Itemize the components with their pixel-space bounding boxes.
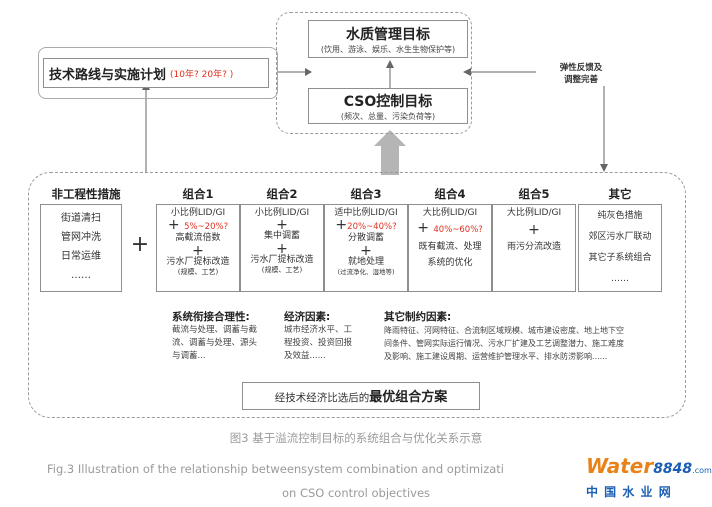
non-eng-item-4: …… — [71, 270, 91, 281]
combo-4-title: 组合4 — [434, 187, 466, 201]
system-factor-line-1: 截流与处理、调蓄与截 — [172, 325, 258, 335]
combo-5-plus-1: + — [528, 222, 540, 239]
combo-3-plus-2: + — [360, 242, 372, 259]
combo-5-line-1: 大比例LID/GI — [506, 208, 562, 218]
tech-route-title: 技术路线与实施计划 — [49, 67, 167, 83]
combo-4-box: 大比例LID/GI + 40%~60%? 既有截流、处理 系统的优化 — [408, 204, 492, 292]
cso-sub: (频次、总量、污染负荷等) — [340, 112, 436, 121]
water-quality-sub: (饮用、游泳、娱乐、水生生物保护等) — [320, 45, 456, 54]
economic-factor-line-2: 程投资、投资回报 — [284, 338, 353, 348]
watermark-num: 8848 — [653, 461, 693, 477]
caption-en-1: Fig.3 Illustration of the relationship b… — [47, 462, 505, 476]
watermark-brand: Water — [586, 454, 654, 478]
optimal-bold: 最优组合方案 — [369, 390, 448, 405]
combo-5-title: 组合5 — [518, 187, 550, 201]
combo-1-box: 小比例LID/GI + 5%~20%? 高截流倍数 + 污水厂提标改造 (规模、… — [156, 204, 240, 292]
combo-2-box: 小比例LID/GI + 集中调蓄 + 污水厂提标改造 (规模、工艺) — [240, 204, 324, 292]
combo-1-line-3: 污水厂提标改造 — [166, 256, 230, 267]
economic-factor-title: 经济因素: — [284, 311, 331, 323]
combo-3-box: 适中比例LID/GI +20%~40%? 分散调蓄 + 就地处理 (过流净化、湿… — [324, 204, 408, 292]
combo-3-line-3: 就地处理 — [347, 256, 384, 267]
feedback-line-1: 弹性反馈及 — [559, 63, 603, 73]
feedback-label: 弹性反馈及 调整完善 — [536, 62, 626, 86]
water-quality-box: 水质管理目标 (饮用、游泳、娱乐、水生生物保护等) — [308, 20, 468, 58]
combination-group — [28, 172, 686, 418]
combo-4-line-3: 系统的优化 — [427, 257, 473, 268]
combo-1-title: 组合1 — [182, 187, 214, 201]
tech-route-years: (10年? 20年? ) — [170, 69, 234, 80]
tech-route-inner: 技术路线与实施计划 (10年? 20年? ) — [43, 58, 269, 88]
optimal-prefix: 经技术经济比选后的 — [274, 392, 370, 404]
plus-sign: + — [130, 232, 150, 257]
optimal-plan-box: 经技术经济比选后的最优组合方案 — [242, 382, 480, 410]
other-title: 其它 — [608, 187, 632, 201]
system-factor-line-2: 流、调蓄与处理、源头 — [172, 338, 258, 348]
combo-2-line-1: 小比例LID/GI — [254, 208, 310, 218]
combo-2-line-2: 集中调蓄 — [263, 231, 300, 242]
other-item-3: 其它子系统组合 — [588, 253, 652, 263]
economic-factor: 经济因素: 城市经济水平、工 程投资、投资回报 及效益...... — [284, 309, 366, 363]
system-factor: 系统衔接合理性: 截流与处理、调蓄与截 流、调蓄与处理、源头 与调蓄... — [172, 309, 282, 363]
other-constraints-title: 其它制约因素: — [384, 311, 452, 323]
caption-en-2: on CSO control objectives — [281, 486, 431, 500]
other-constraints-line-2: 间条件、管网实际运行情况、污水厂扩建及工艺调整潜力、施工难度 — [384, 339, 624, 348]
combo-2-line-3: 污水厂提标改造 — [250, 254, 314, 265]
watermark-logo: Water8848.com 中 国 水 业 网 — [586, 454, 712, 500]
combo-5-line-2: 雨污分流改造 — [506, 242, 561, 253]
other-item-1: 纯灰色措施 — [597, 211, 643, 221]
combo-1-plus-2: + — [192, 242, 204, 259]
non-eng-item-3: 日常运维 — [61, 251, 101, 262]
cso-box: CSO控制目标 (频次、总量、污染负荷等) — [308, 88, 468, 124]
watermark-dot: .com — [692, 466, 712, 475]
combo-2-plus-2: + — [276, 240, 288, 257]
other-constraints-line-3: 及影响、施工建设周期、运营维护管理水平、排水防涝影响...... — [384, 352, 608, 361]
other-constraints: 其它制约因素: 降雨特征、河网特征、合流制区域规模、城市建设密度、地上地下空 间… — [384, 309, 676, 363]
big-up-arrow — [374, 130, 406, 175]
combo-3-line-4: (过流净化、湿地等) — [337, 267, 395, 276]
cso-title: CSO控制目标 — [343, 94, 433, 110]
tech-route-box — [38, 47, 278, 99]
other-item-4: …… — [611, 274, 629, 284]
combo-5-box: 大比例LID/GI + 雨污分流改造 — [492, 204, 576, 292]
economic-factor-line-1: 城市经济水平、工 — [284, 325, 353, 335]
non-engineering-box: 街道清扫 管网冲洗 日常运维 …… — [40, 204, 122, 292]
non-eng-item-2: 管网冲洗 — [61, 232, 101, 243]
other-constraints-line-1: 降雨特征、河网特征、合流制区域规模、城市建设密度、地上地下空 — [384, 326, 624, 335]
watermark-cn: 中 国 水 业 网 — [586, 485, 672, 499]
combo-4-pct: 40%~60%? — [433, 225, 483, 236]
combo-4-plus-1: + 40%~60%? — [417, 220, 483, 237]
system-factor-line-3: 与调蓄... — [172, 351, 206, 361]
combo-3-pct: 20%~40%? — [347, 222, 397, 233]
combo-1-pct: 5%~20%? — [184, 222, 229, 233]
combo-1-plus-1: + 5%~20%? — [167, 217, 229, 234]
combo-3-line-1: 适中比例LID/GI — [334, 208, 398, 218]
objectives-group — [276, 12, 472, 134]
combo-3-line-2: 分散调蓄 — [347, 233, 384, 244]
system-factor-title: 系统衔接合理性: — [172, 311, 250, 323]
combo-1-line-1: 小比例LID/GI — [170, 208, 226, 218]
combo-3-plus-1: +20%~40%? — [335, 217, 397, 234]
other-item-2: 郊区污水厂联动 — [588, 232, 652, 242]
combo-2-plus-1: + — [276, 217, 288, 234]
other-box: 纯灰色措施 郊区污水厂联动 其它子系统组合 …… — [578, 204, 662, 292]
combo-2-line-4: (规模、工艺) — [261, 265, 303, 274]
non-eng-item-1: 街道清扫 — [61, 213, 101, 224]
feedback-line-2: 调整完善 — [563, 75, 598, 85]
economic-factor-line-3: 及效益...... — [284, 351, 326, 361]
water-quality-title: 水质管理目标 — [346, 27, 430, 43]
combo-2-title: 组合2 — [266, 187, 298, 201]
combo-4-line-1: 大比例LID/GI — [422, 208, 478, 218]
combo-3-title: 组合3 — [350, 187, 382, 201]
combo-4-line-2: 既有截流、处理 — [418, 242, 482, 253]
non-engineering-title: 非工程性措施 — [51, 187, 121, 201]
combo-1-line-4: (规模、工艺) — [177, 267, 219, 276]
caption-cn: 图3 基于溢流控制目标的系统组合与优化关系示意 — [229, 431, 483, 445]
combo-1-line-2: 高截流倍数 — [175, 233, 221, 244]
